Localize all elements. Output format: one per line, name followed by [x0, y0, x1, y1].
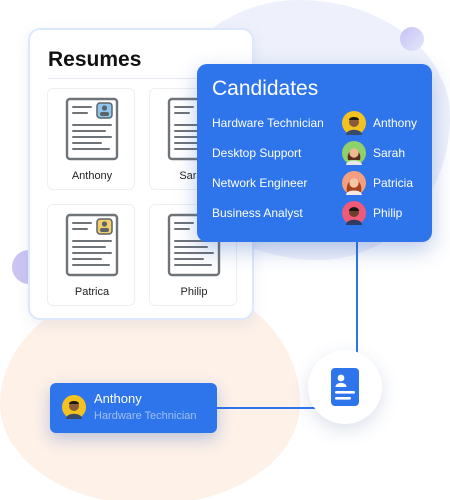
resume-tile-anthony[interactable]: Anthony	[47, 88, 135, 190]
resume-document-icon	[65, 213, 119, 277]
candidate-row[interactable]: Network Engineer Patricia	[197, 171, 432, 195]
avatar-icon	[342, 201, 366, 225]
candidates-title: Candidates	[212, 77, 319, 100]
candidates-panel: Candidates Hardware Technician Anthony D…	[197, 64, 432, 242]
candidate-row[interactable]: Hardware Technician Anthony	[197, 111, 432, 135]
candidate-job: Hardware Technician	[212, 116, 324, 130]
decorative-dot-purple	[400, 27, 424, 51]
resume-document-icon	[331, 368, 359, 406]
resumes-title: Resumes	[48, 48, 142, 71]
avatar-icon	[342, 111, 366, 135]
candidate-job: Business Analyst	[212, 206, 303, 220]
resumes-divider	[48, 78, 252, 79]
resume-document-icon	[65, 97, 119, 161]
candidate-job: Desktop Support	[212, 146, 302, 160]
candidate-name: Patricia	[373, 176, 414, 190]
candidate-name: Anthony	[373, 116, 418, 130]
connector-line-vertical	[356, 242, 358, 354]
resume-tile-name: Patrica	[74, 286, 110, 298]
connector-line-horizontal	[216, 407, 318, 409]
resume-tile-name: Philip	[180, 286, 208, 298]
selected-candidate-name: Anthony	[94, 391, 142, 406]
avatar-icon	[62, 395, 86, 419]
candidate-row[interactable]: Business Analyst Philip	[197, 201, 432, 225]
selected-candidate-card[interactable]: Anthony Hardware Technician	[50, 383, 217, 433]
candidate-name: Sarah	[373, 146, 406, 160]
candidate-job: Network Engineer	[212, 176, 308, 190]
resume-center-button[interactable]	[308, 350, 382, 424]
resume-tile-patrica[interactable]: Patrica	[47, 204, 135, 306]
selected-candidate-job: Hardware Technician	[94, 410, 197, 422]
candidate-name: Philip	[373, 206, 403, 220]
avatar-icon	[342, 171, 366, 195]
resume-tile-name: Anthony	[71, 170, 113, 182]
avatar-icon	[342, 141, 366, 165]
candidate-row[interactable]: Desktop Support Sarah	[197, 141, 432, 165]
